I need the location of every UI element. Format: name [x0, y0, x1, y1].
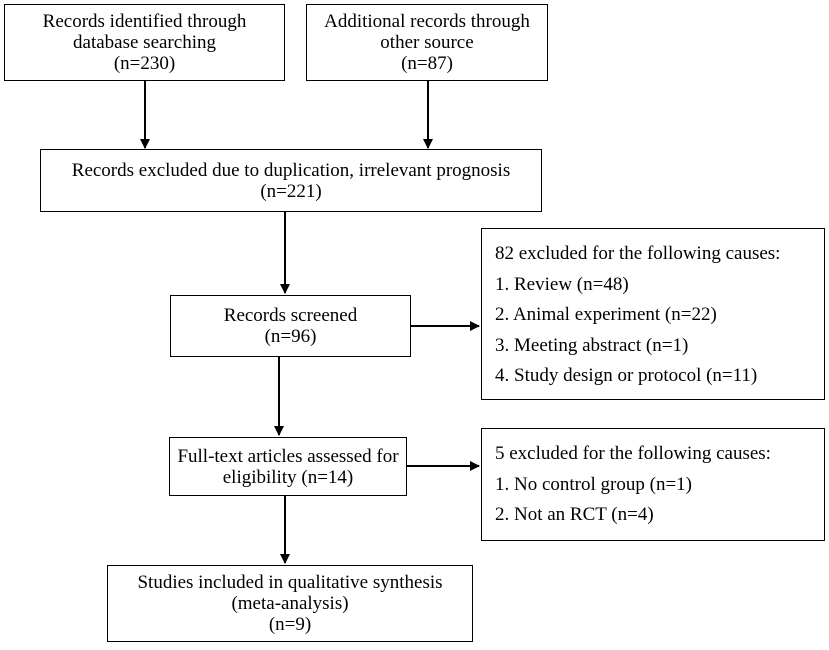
- box-excluded-5: 5 excluded for the following causes: 1. …: [481, 428, 825, 541]
- screened-count: (n=96): [264, 326, 317, 347]
- screened-line-1: Records screened: [223, 305, 358, 326]
- excluded-5-item-1: 1. No control group (n=1): [495, 473, 692, 495]
- excluded-dup-count: (n=221): [260, 180, 322, 202]
- excluded-5-heading: 5 excluded for the following causes:: [495, 443, 771, 464]
- box-other-source: Additional records through other source …: [306, 4, 548, 81]
- box-excluded-82: 82 excluded for the following causes: 1.…: [481, 228, 825, 400]
- other-source-count: (n=87): [401, 53, 453, 74]
- excluded-82-item-4: 4. Study design or protocol (n=11): [495, 365, 758, 386]
- other-source-line-2: other source: [380, 32, 474, 53]
- box-excluded-duplication: Records excluded due to duplication, irr…: [40, 149, 542, 212]
- included-line-1: Studies included in qualitative synthesi…: [137, 572, 443, 593]
- excluded-82-heading: 82 excluded for the following causes:: [495, 243, 781, 264]
- box-records-screened: Records screened (n=96): [170, 295, 411, 357]
- db-search-line-1: Records identified through: [42, 11, 247, 32]
- excluded-dup-line-1: Records excluded due to duplication, irr…: [71, 159, 511, 181]
- box-fulltext-assessed: Full-text articles assessed for eligibil…: [169, 437, 407, 496]
- excluded-82-item-3: 3. Meeting abstract (n=1): [495, 334, 689, 356]
- box-database-searching: Records identified through database sear…: [4, 4, 285, 81]
- db-search-line-2: database searching: [73, 32, 216, 53]
- excluded-82-item-2: 2. Animal experiment (n=22): [495, 304, 717, 325]
- included-count: (n=9): [268, 614, 312, 635]
- db-search-count: (n=230): [113, 53, 176, 74]
- fulltext-line-1: Full-text articles assessed for: [177, 445, 399, 467]
- fulltext-line-2: eligibility (n=14): [222, 466, 354, 488]
- included-line-2: (meta-analysis): [231, 593, 349, 614]
- box-studies-included: Studies included in qualitative synthesi…: [107, 565, 473, 642]
- other-source-line-1: Additional records through: [324, 11, 530, 32]
- excluded-82-item-1: 1. Review (n=48): [495, 273, 629, 295]
- excluded-5-item-2: 2. Not an RCT (n=4): [495, 504, 654, 525]
